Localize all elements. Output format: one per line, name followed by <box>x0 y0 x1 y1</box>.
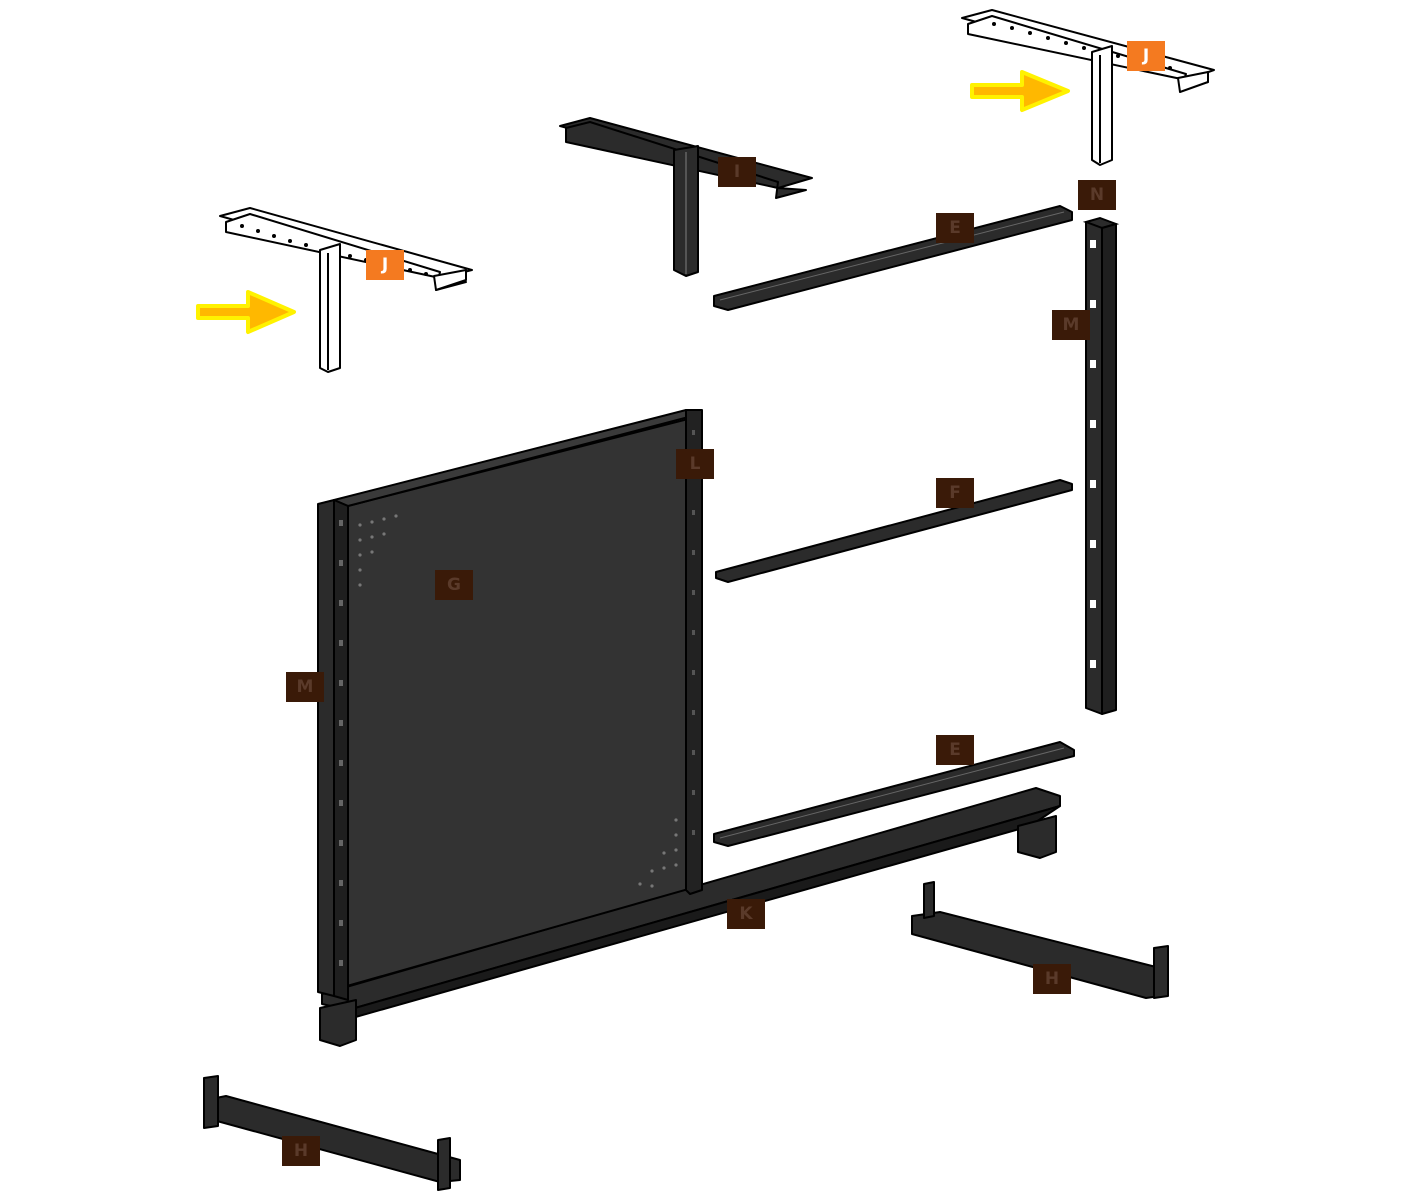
part-e-bottom-rail <box>713 741 1075 847</box>
label-g: G <box>435 570 473 600</box>
part-j-left <box>219 207 473 373</box>
label-i: I <box>718 157 756 187</box>
label-k: K <box>727 899 765 929</box>
label-f: F <box>936 478 974 508</box>
part-h-right-foot <box>911 881 1169 999</box>
label-j-top-right: J <box>1127 41 1165 71</box>
part-l-panel-post <box>685 409 703 895</box>
label-h-right: H <box>1033 964 1071 994</box>
part-e-top-rail <box>713 205 1073 311</box>
part-k-base-beam <box>319 787 1061 1047</box>
label-m-left: M <box>286 672 324 702</box>
part-h-left-foot <box>203 1075 461 1191</box>
part-g-panel <box>333 409 701 989</box>
part-m-right-post <box>1085 221 1117 715</box>
part-f-middle-rail <box>715 479 1073 583</box>
part-m-left-post <box>317 499 349 1001</box>
label-l: L <box>676 449 714 479</box>
arrow-right-icon <box>196 290 296 334</box>
label-j-left: J <box>366 250 404 280</box>
arrow-right-icon <box>970 70 1070 112</box>
label-h-left: H <box>282 1136 320 1166</box>
label-n: N <box>1078 180 1116 210</box>
label-m-right: M <box>1052 310 1090 340</box>
label-e-bottom: E <box>936 735 974 765</box>
part-i-bracket <box>559 117 813 277</box>
label-e-top: E <box>936 213 974 243</box>
